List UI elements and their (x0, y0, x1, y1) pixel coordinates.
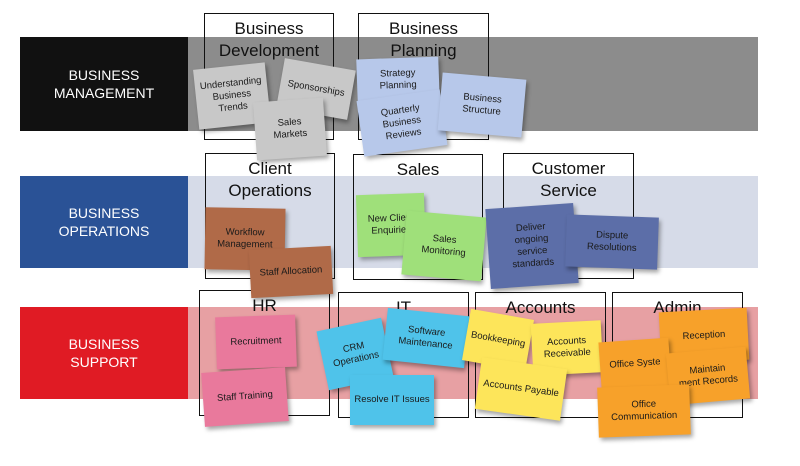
dept-title: Client Operations (228, 159, 312, 200)
dept-title: Business Planning (389, 19, 458, 60)
note-deliver-ongoing-service-standards: Deliver ongoing service standards (485, 203, 579, 289)
dept-title: Customer Service (531, 159, 606, 200)
note-software-maintenance: Software Maintenance (382, 307, 470, 369)
band-label-operations: BUSINESS OPERATIONS (20, 176, 188, 268)
note-resolve-it-issues: Resolve IT Issues (350, 375, 434, 425)
note-office-communication: Office Communication (597, 384, 691, 438)
note-staff-training: Staff Training (201, 367, 289, 427)
dept-title: Business Development (218, 19, 320, 60)
dept-title: HR (252, 296, 277, 315)
note-quarterly-business-reviews: Quarterly Business Reviews (356, 89, 448, 157)
note-sales-markets: Sales Markets (253, 97, 327, 161)
note-business-structure: Business Structure (437, 72, 527, 138)
note-recruitment: Recruitment (215, 314, 297, 370)
dept-title: Sales (396, 160, 440, 179)
band-label-management: BUSINESS MANAGEMENT (20, 37, 188, 131)
note-office-systems: Office Syste (598, 337, 672, 391)
dept-title: Accounts (505, 298, 576, 317)
note-dispute-resolutions: Dispute Resolutions (565, 214, 659, 270)
band-label-support: BUSINESS SUPPORT (20, 307, 188, 399)
note-staff-allocation: Staff Allocation (248, 245, 334, 299)
note-sales-monitoring: Sales Monitoring (401, 210, 487, 282)
